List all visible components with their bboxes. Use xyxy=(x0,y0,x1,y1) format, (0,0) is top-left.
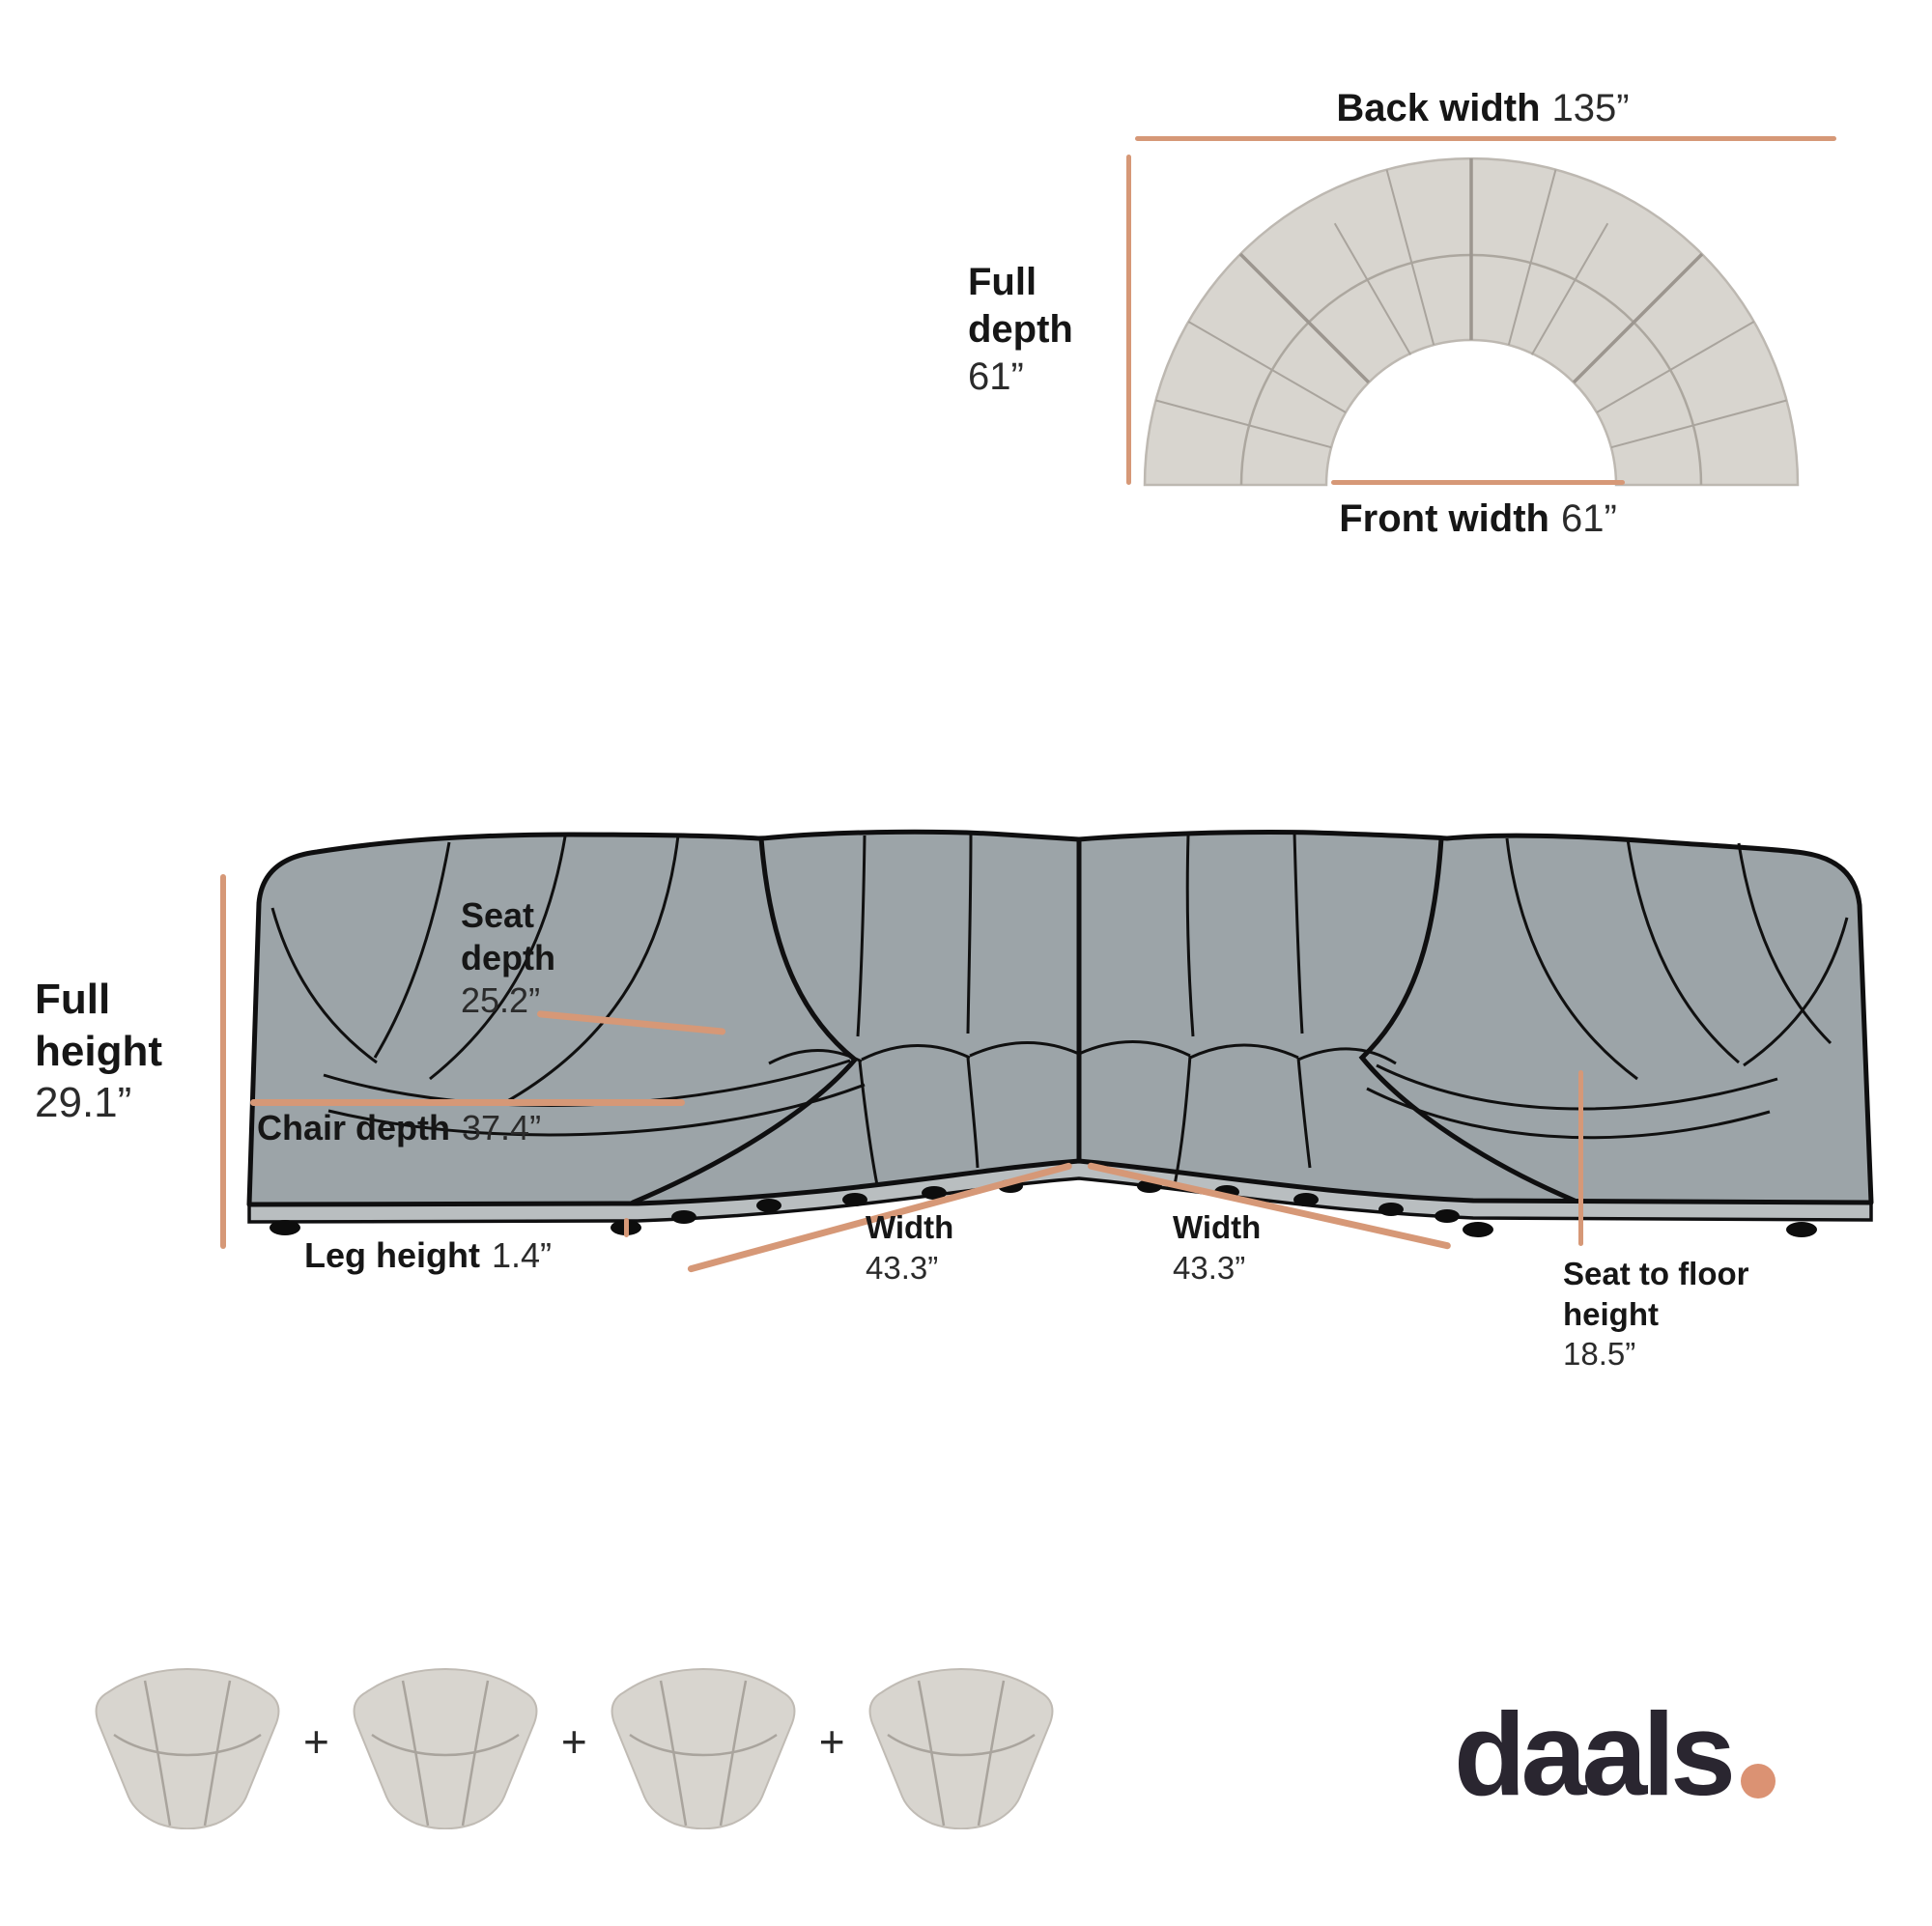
front-width-line xyxy=(1331,480,1625,485)
leg-height-label: Leg height 1.4” xyxy=(304,1234,552,1277)
chair-depth-value: 37.4” xyxy=(462,1108,542,1147)
full-depth-label-text: Full depth xyxy=(968,261,1073,351)
width-left-label: Width 43.3” xyxy=(866,1207,953,1288)
sofa-module-thumbnail xyxy=(85,1663,290,1829)
front-width-label-text: Front width xyxy=(1339,497,1549,540)
module-breakdown: + + + xyxy=(85,1663,1064,1829)
full-depth-line xyxy=(1126,155,1131,485)
sofa-module-thumbnail xyxy=(601,1663,806,1829)
seat-to-floor-label-text: Seat to floor height xyxy=(1563,1256,1749,1332)
width-left-label-text: Width xyxy=(866,1209,954,1245)
plus-icon: + xyxy=(818,1716,845,1767)
width-right-label-text: Width xyxy=(1173,1209,1262,1245)
sofa-top-view-drawing xyxy=(1143,156,1800,487)
sofa-module-thumbnail xyxy=(343,1663,548,1829)
leg-height-line xyxy=(624,1218,629,1237)
width-right-value: 43.3” xyxy=(1173,1249,1246,1286)
back-width-line xyxy=(1135,136,1836,141)
full-height-line xyxy=(220,874,226,1249)
full-depth-label: Full depth 61” xyxy=(968,259,1113,400)
brand-logo: daals xyxy=(1454,1688,1776,1820)
sofa-module-thumbnail xyxy=(859,1663,1064,1829)
full-height-label: Full height 29.1” xyxy=(35,974,218,1129)
full-depth-value: 61” xyxy=(968,354,1024,398)
leg-height-label-text: Leg height xyxy=(304,1235,480,1275)
width-right-label: Width 43.3” xyxy=(1173,1207,1261,1288)
width-left-value: 43.3” xyxy=(866,1249,939,1286)
leg-height-value: 1.4” xyxy=(492,1235,553,1275)
front-width-label: Front width 61” xyxy=(1188,496,1768,543)
chair-depth-label: Chair depth 37.4” xyxy=(257,1107,541,1149)
seat-depth-label: Seat depth 25.2” xyxy=(461,894,579,1022)
front-view-diagram: Full height 29.1” Seat depth 25.2” Chair… xyxy=(0,599,1932,1468)
front-width-value: 61” xyxy=(1560,497,1617,540)
seat-depth-label-text: Seat depth xyxy=(461,895,555,977)
back-width-label: Back width 135” xyxy=(1130,85,1835,132)
seat-depth-value: 25.2” xyxy=(461,979,541,1020)
seat-to-floor-line xyxy=(1578,1070,1583,1246)
back-width-label-text: Back width xyxy=(1336,87,1541,129)
top-view-diagram: Back width 135” Full depth 61” xyxy=(0,0,1932,599)
chair-depth-line xyxy=(250,1099,685,1106)
seat-to-floor-value: 18.5” xyxy=(1563,1336,1636,1373)
brand-logo-dot-icon xyxy=(1740,1763,1776,1799)
full-height-value: 29.1” xyxy=(35,1079,132,1127)
full-height-label-text: Full height xyxy=(35,976,162,1075)
plus-icon: + xyxy=(303,1716,329,1767)
chair-depth-label-text: Chair depth xyxy=(257,1108,451,1147)
brand-logo-text: daals xyxy=(1454,1688,1736,1820)
back-width-value: 135” xyxy=(1551,87,1630,129)
sofa-front-view-drawing xyxy=(246,829,1874,1237)
plus-icon: + xyxy=(560,1716,587,1767)
seat-to-floor-label: Seat to floor height 18.5” xyxy=(1563,1254,1774,1374)
